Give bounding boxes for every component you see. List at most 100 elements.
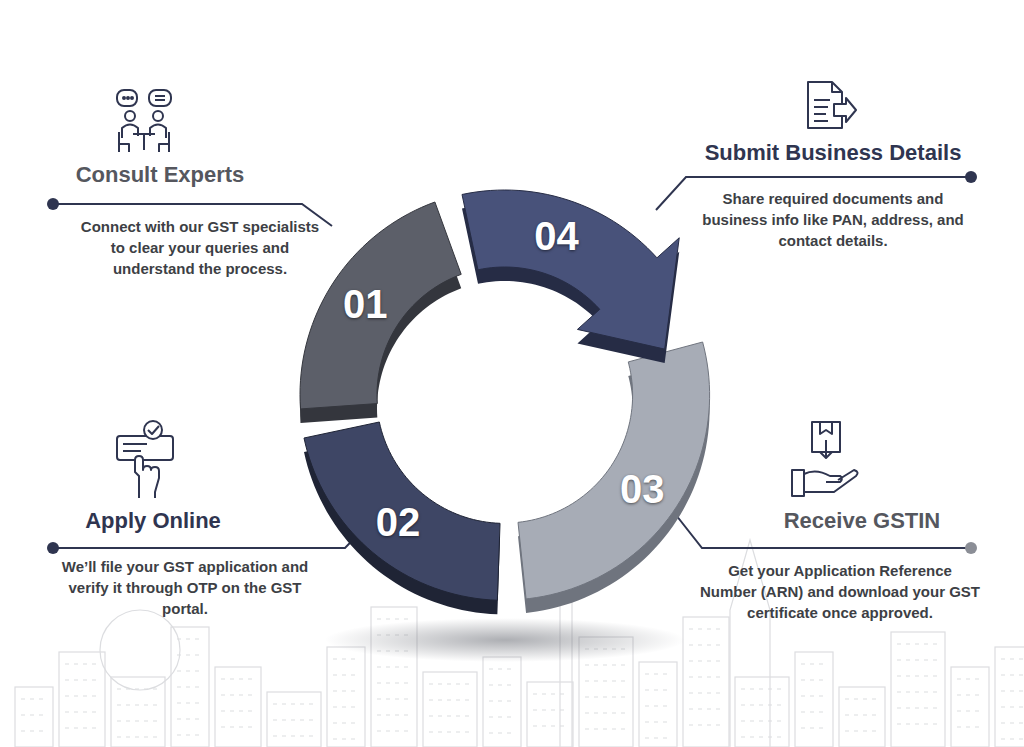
- skyline-building: [59, 652, 105, 747]
- skyline-window: [21, 730, 47, 731]
- skyline-window: [957, 710, 983, 711]
- leader-dot: [965, 171, 977, 183]
- skyline-window: [585, 680, 627, 681]
- icon-stroke: [155, 99, 165, 101]
- step-heading: Consult Experts: [76, 162, 245, 188]
- skyline-window: [65, 695, 99, 696]
- skyline-window: [689, 660, 723, 661]
- skyline-window: [801, 663, 827, 664]
- arrow-segment: 01: [300, 202, 461, 423]
- skyline-building: [995, 647, 1024, 747]
- skyline-window: [897, 675, 939, 676]
- skyline-window: [489, 700, 515, 701]
- skyline-window: [177, 638, 203, 639]
- skyline-window: [177, 686, 203, 687]
- icon-stroke: [792, 470, 804, 496]
- arrow-segment: 04: [462, 190, 679, 363]
- icon-stroke: [123, 443, 147, 445]
- skyline-building: [267, 692, 321, 747]
- skyline-window: [377, 618, 411, 619]
- receive-icon: [792, 422, 858, 496]
- skyline-window: [273, 735, 315, 736]
- skyline-building: [527, 682, 573, 747]
- skyline-building: [839, 687, 885, 747]
- document-icon: [808, 82, 856, 128]
- skyline-building: [795, 652, 833, 747]
- segment-face: [518, 342, 710, 599]
- skyline-window: [221, 678, 255, 679]
- skyline-window: [897, 659, 939, 660]
- skyline-window: [585, 712, 627, 713]
- icon-stroke: [127, 97, 129, 99]
- skyline-window: [377, 714, 411, 715]
- click-icon: [117, 421, 173, 498]
- skyline-window: [533, 709, 567, 710]
- skyline-window: [333, 674, 359, 675]
- step-description: Get your Application Reference Number (A…: [700, 560, 980, 623]
- skyline-window: [429, 683, 471, 684]
- skyline-window: [897, 723, 939, 724]
- skyline-window: [645, 705, 671, 706]
- skyline-window: [897, 707, 939, 708]
- skyline-building: [423, 672, 477, 747]
- skyline-window: [533, 725, 567, 726]
- skyline-window: [645, 737, 671, 738]
- skyline-window: [377, 682, 411, 683]
- skyline-window: [273, 703, 315, 704]
- icon-stroke: [820, 422, 832, 434]
- skyline-window: [533, 693, 567, 694]
- skyline-window: [377, 698, 411, 699]
- icon-stroke: [123, 450, 141, 452]
- skyline-building: [483, 657, 521, 747]
- skyline-window: [957, 678, 983, 679]
- skyline-window: [65, 679, 99, 680]
- icon-stroke: [814, 120, 828, 122]
- skyline-window: [689, 676, 723, 677]
- skyline-window: [845, 714, 879, 715]
- skyline-building: [215, 667, 261, 747]
- step-number: 02: [376, 500, 421, 545]
- skyline-window: [897, 691, 939, 692]
- icon-stroke: [122, 125, 138, 139]
- skyline-window: [689, 724, 723, 725]
- skyline-window: [177, 718, 203, 719]
- icon-stroke: [159, 132, 169, 152]
- skyline-window: [741, 720, 783, 721]
- skyline-window: [117, 704, 159, 705]
- step-heading: Receive GSTIN: [784, 508, 941, 534]
- skyline-window: [489, 668, 515, 669]
- step-number: 01: [343, 282, 388, 327]
- skyline-window: [333, 658, 359, 659]
- leader-dot: [47, 542, 59, 554]
- skyline-window: [221, 694, 255, 695]
- skyline-window: [177, 702, 203, 703]
- icon-stroke: [814, 106, 828, 108]
- skyline-window: [65, 663, 99, 664]
- skyline-window: [645, 673, 671, 674]
- skyline-building: [951, 667, 989, 747]
- segment-face: [300, 202, 461, 409]
- skyline-window: [221, 710, 255, 711]
- icon-stroke: [153, 111, 163, 121]
- step-description: We’ll file your GST application and veri…: [54, 556, 316, 619]
- icon-stroke: [131, 97, 133, 99]
- skyline-window: [801, 679, 827, 680]
- icon-stroke: [832, 82, 842, 92]
- skyline-window: [489, 732, 515, 733]
- arrow-segment: 03: [518, 342, 710, 613]
- skyline-window: [845, 698, 879, 699]
- skyline-window: [1001, 738, 1024, 739]
- skyline-building: [171, 627, 209, 747]
- skyline-window: [1001, 658, 1024, 659]
- skyline-window: [273, 719, 315, 720]
- skyline-window: [1001, 674, 1024, 675]
- skyline-window: [117, 720, 159, 721]
- skyline-window: [957, 726, 983, 727]
- skyline-window: [645, 689, 671, 690]
- step-number: 04: [534, 214, 579, 259]
- step-heading: Submit Business Details: [705, 140, 962, 166]
- skyline-window: [801, 695, 827, 696]
- skyline-window: [65, 727, 99, 728]
- leader-dots: [47, 171, 977, 554]
